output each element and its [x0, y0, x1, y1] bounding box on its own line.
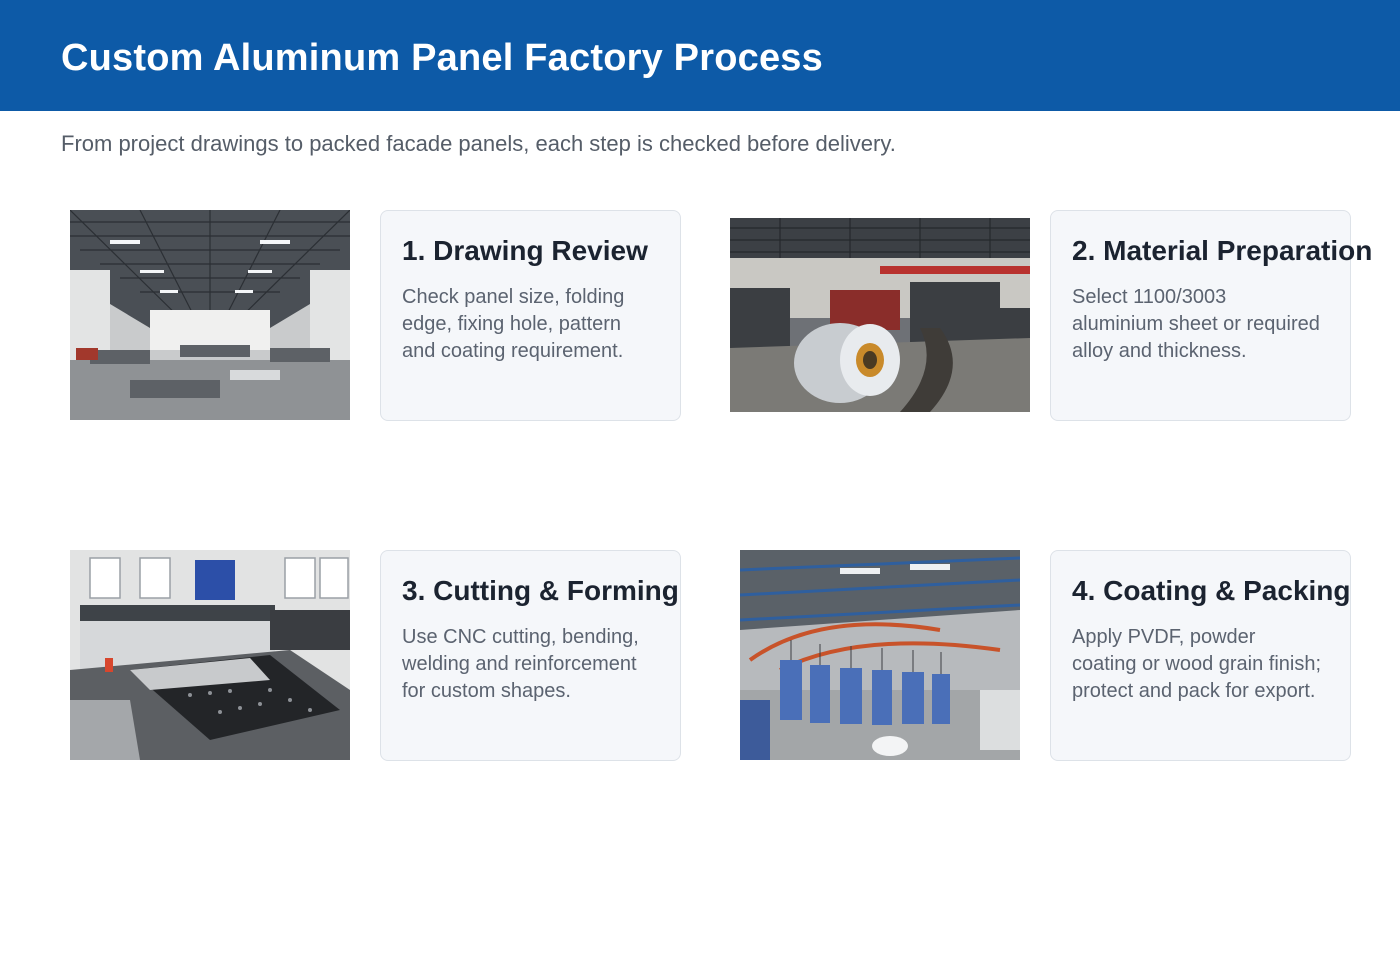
factory-workshop-photo [70, 210, 350, 420]
step-card-cutting-forming: 3. Cutting & Forming Use CNC cutting, be… [380, 550, 681, 761]
step-title: 4. Coating & Packing [1072, 575, 1351, 606]
step-card-drawing-review: 1. Drawing Review Check panel size, fold… [380, 210, 681, 421]
step-card-coating-packing: 4. Coating & Packing Apply PVDF, powder … [1050, 550, 1351, 761]
step-title: 2. Material Preparation [1072, 235, 1373, 266]
aluminium-coil-photo [730, 218, 1030, 412]
coating-line-photo [740, 550, 1020, 760]
step-description: Check panel size, folding edge, fixing h… [402, 286, 625, 362]
page-header: Custom Aluminum Panel Factory Process [0, 0, 1400, 111]
step-description: Apply PVDF, powder coating or wood grain… [1072, 626, 1322, 702]
cnc-punch-machine-photo [70, 550, 350, 760]
step-card-material-preparation: 2. Material Preparation Select 1100/3003… [1050, 210, 1372, 421]
step-description: Use CNC cutting, bending, welding and re… [402, 626, 639, 702]
step-description: Select 1100/3003 aluminium sheet or requ… [1072, 286, 1320, 362]
step-title: 3. Cutting & Forming [402, 575, 679, 606]
step-title: 1. Drawing Review [402, 235, 648, 266]
page-title: Custom Aluminum Panel Factory Process [61, 37, 823, 79]
page-subtitle: From project drawings to packed facade p… [61, 131, 896, 156]
